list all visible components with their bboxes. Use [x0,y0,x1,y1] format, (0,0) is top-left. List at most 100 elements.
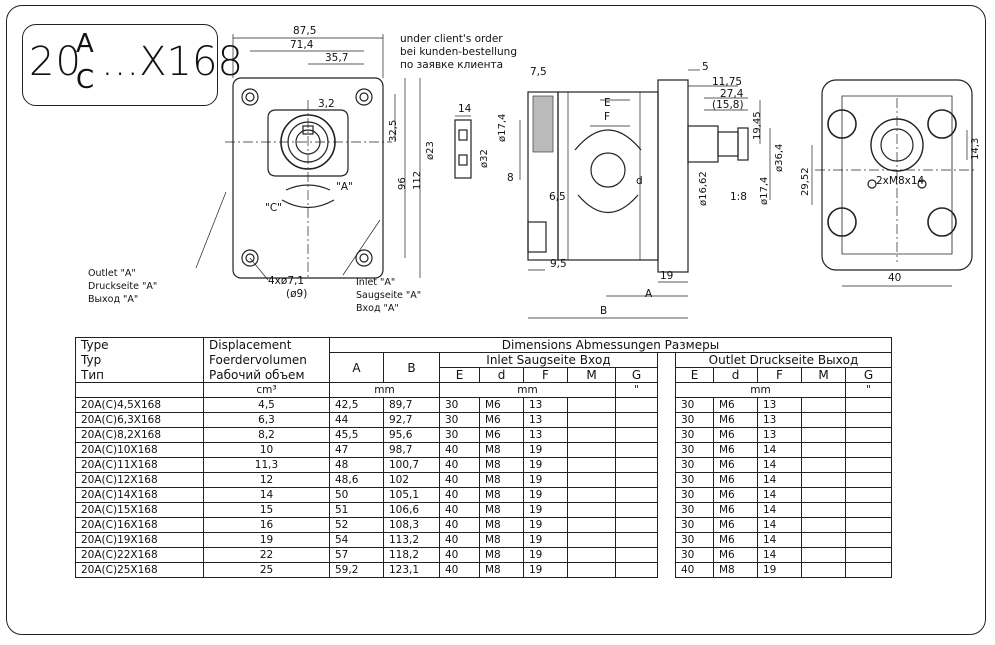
cell-in-e: 40 [439,457,480,473]
cell-in-g [615,427,658,443]
title-lower-letter: C [76,65,95,95]
hdr-type-de: Typ [75,352,204,368]
side-dim-27-4: 27,4 [720,88,744,100]
cell-b: 106,6 [383,502,440,518]
inlet-label-en: Inlet "A" [356,277,396,288]
cell-disp: 12 [203,472,330,488]
cell-out-f: 13 [757,412,802,428]
cell-disp: 19 [203,532,330,548]
cell-in-e: 40 [439,547,480,563]
cell-disp: 11,3 [203,457,330,473]
dim-holes: 4xø7,1 [268,275,305,287]
cell-in-f: 19 [523,502,568,518]
cell-in-d: M8 [479,487,524,503]
side-dim-a: A [645,288,653,300]
key-dim-14: 14 [458,103,472,115]
cell-b: 95,6 [383,427,440,443]
cell-out-f: 13 [757,427,802,443]
cell-in-d: M8 [479,472,524,488]
hdr-a: A [329,352,384,383]
cell-in-f: 19 [523,517,568,533]
cell-disp: 25 [203,562,330,578]
hdr-in-d: d [479,367,524,383]
hdr-in-m: M [567,367,616,383]
unit-outlet-in: " [845,382,892,398]
side-dim-5: 5 [702,61,709,73]
dim-32-5: 32,5 [388,119,399,142]
cell-in-f: 19 [523,532,568,548]
cell-out-m [801,442,846,458]
cell-in-f: 19 [523,442,568,458]
cell-type: 20A(C)14X168 [75,487,204,503]
cell-in-d: M8 [479,502,524,518]
hdr-out-f: F [757,367,802,383]
cell-in-d: M6 [479,427,524,443]
unit-inlet-in: " [615,382,658,398]
cell-out-f: 14 [757,532,802,548]
cell-out-m [801,532,846,548]
cell-in-m [567,412,616,428]
cell-out-e: 30 [675,457,714,473]
cell-in-m [567,442,616,458]
cell-in-g [615,412,658,428]
cell-in-d: M8 [479,532,524,548]
cell-out-f: 13 [757,397,802,413]
cell-in-g [615,517,658,533]
cell-out-g [845,442,892,458]
unit-disp: cm³ [203,382,330,398]
outlet-label-en: Outlet "A" [88,268,136,279]
hdr-type-en: Type [75,337,204,353]
side-dim-9-5: 9,5 [550,258,567,270]
inlet-label-ru: Вход "A" [356,303,399,314]
cell-out-m [801,517,846,533]
cell-out-m [801,487,846,503]
cell-a: 52 [329,517,384,533]
hdr-in-g: G [615,367,658,383]
cell-out-m [801,412,846,428]
cell-type: 20A(C)19X168 [75,532,204,548]
cell-out-g [845,517,892,533]
cell-in-f: 19 [523,487,568,503]
cell-out-g [845,457,892,473]
hdr-out-m: M [801,367,846,383]
cell-out-e: 30 [675,517,714,533]
side-dim-19-45: 19,45 [752,111,763,140]
cell-type: 20A(C)22X168 [75,547,204,563]
cell-in-m [567,517,616,533]
hdr-type-ru: Тип [75,367,204,383]
cell-in-d: M8 [479,517,524,533]
cell-disp: 8,2 [203,427,330,443]
cell-disp: 16 [203,517,330,533]
cell-type: 20A(C)10X168 [75,442,204,458]
title-main: 20 [29,39,82,85]
hdr-in-f: F [523,367,568,383]
dim-87-5: 87,5 [293,25,317,37]
cell-out-g [845,472,892,488]
cell-a: 48,6 [329,472,384,488]
cell-out-g [845,502,892,518]
cell-out-d: M6 [713,487,758,503]
cell-disp: 14 [203,487,330,503]
note-line-3: по заявке клиента [400,59,504,71]
hdr-out-d: d [713,367,758,383]
side-f: F [604,111,611,123]
cell-out-m [801,547,846,563]
key-dim-d17-4: ø17,4 [497,113,508,142]
cell-in-g [615,532,658,548]
cell-in-d: M6 [479,412,524,428]
note-line-1: under client's order [400,33,503,45]
cell-out-d: M6 [713,547,758,563]
cell-out-f: 14 [757,487,802,503]
cell-type: 20A(C)8,2X168 [75,427,204,443]
cell-in-g [615,472,658,488]
cell-type: 20A(C)16X168 [75,517,204,533]
cell-out-e: 40 [675,562,714,578]
cell-out-g [845,532,892,548]
cell-in-e: 40 [439,517,480,533]
cell-a: 48 [329,457,384,473]
